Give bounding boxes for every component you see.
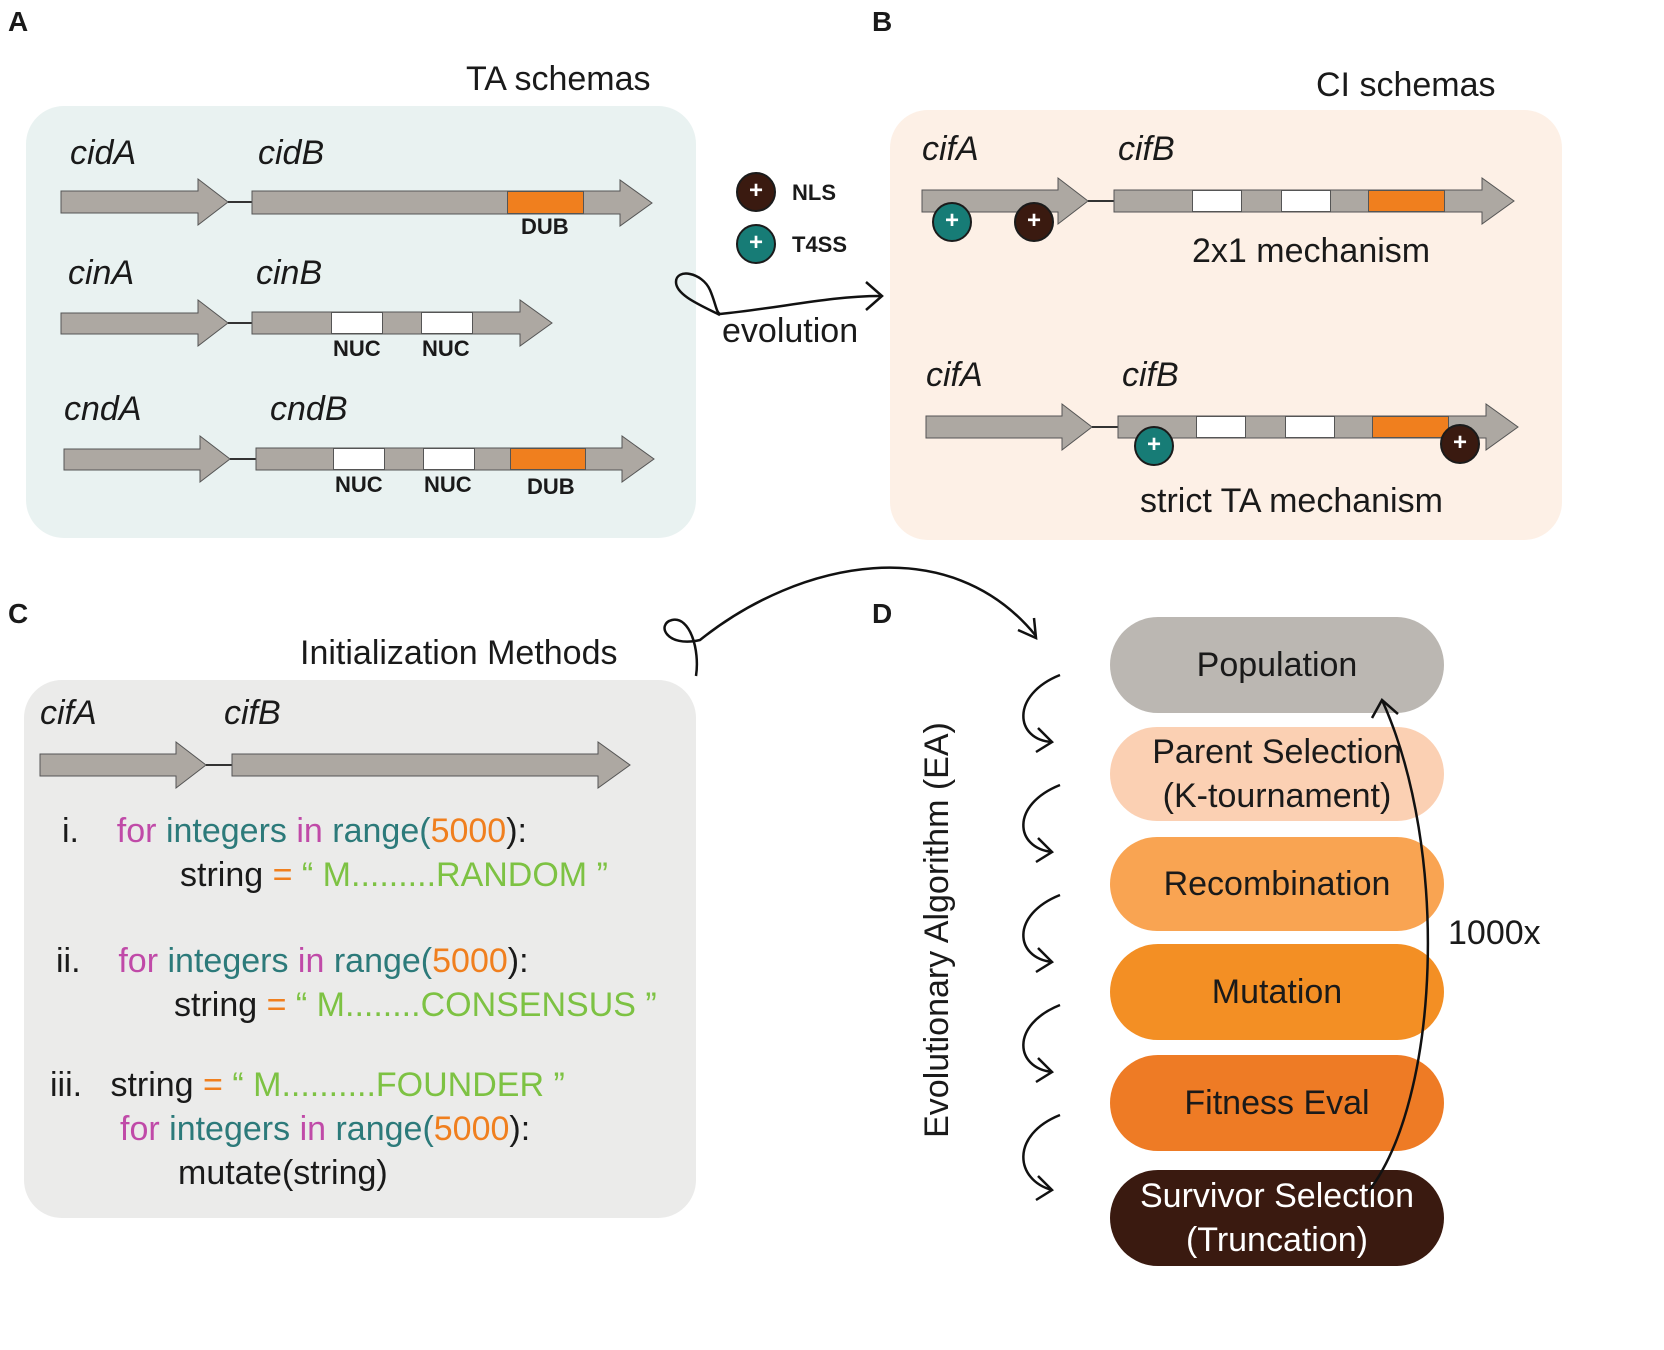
nuc-label-4: NUC (424, 472, 472, 497)
panel-letter-b: B (872, 6, 893, 37)
gene-label-cifb-3: cifB (224, 694, 281, 732)
init-method-ii-line-2: string = “ M........CONSENSUS ” (174, 986, 657, 1024)
nuc-label-1: NUC (333, 336, 381, 361)
cndb-nuc-domain-1 (333, 448, 385, 470)
ci-schemas-title: CI schemas (1316, 66, 1496, 104)
evolution-label: evolution (722, 312, 859, 350)
cndb-nuc-domain-2 (423, 448, 475, 470)
cifb2-nuc-domain-2 (1285, 416, 1335, 438)
cifb1-nuc-domain-2 (1281, 190, 1331, 212)
ea-step-population: Population (1110, 617, 1444, 713)
gene-label-cifa-3: cifA (40, 694, 97, 732)
cifb2-nuc-domain-1 (1196, 416, 1246, 438)
gene-label-cinb: cinB (256, 254, 323, 292)
nls-signal-icon-1: + (1014, 202, 1054, 242)
init-method-i-line-2: string = “ M.........RANDOM ” (180, 856, 608, 894)
cinb-nuc-domain-2 (421, 312, 473, 334)
ea-step-parent-selection: Parent Selection(K-tournament) (1110, 727, 1444, 821)
cndb-dub-domain (510, 448, 586, 470)
ea-step-survivor-selection: Survivor Selection(Truncation) (1110, 1170, 1444, 1266)
ea-step-recombination: Recombination (1110, 837, 1444, 931)
dub-label-2: DUB (527, 474, 575, 499)
gene-label-cina: cinA (68, 254, 135, 292)
gene-label-cida: cidA (70, 134, 137, 172)
cifb1-nuc-domain-1 (1192, 190, 1242, 212)
ea-step-fitness-eval: Fitness Eval (1110, 1055, 1444, 1151)
panel-letter-d: D (872, 598, 893, 629)
gene-label-cifa-1: cifA (922, 130, 979, 168)
init-methods-title: Initialization Methods (300, 634, 618, 672)
gene-label-cifb-2: cifB (1122, 356, 1179, 394)
init-method-iii-line-2: for integers in range(5000): (120, 1110, 531, 1148)
dub-label-1: DUB (521, 214, 569, 239)
gene-label-cifb-1: cifB (1118, 130, 1175, 168)
t4ss-legend-icon: + (736, 224, 776, 264)
nls-signal-icon-2: + (1440, 424, 1480, 464)
t4ss-signal-icon-2: + (1134, 426, 1174, 466)
t4ss-legend-label: T4SS (792, 232, 848, 257)
panel-letter-c: C (8, 598, 29, 629)
gene-label-cifa-2: cifA (926, 356, 983, 394)
gene-label-cidb: cidB (258, 134, 325, 172)
cinb-nuc-domain-1 (331, 312, 383, 334)
mechanism-2x1-label: 2x1 mechanism (1192, 232, 1431, 270)
ta-schemas-title: TA schemas (466, 60, 651, 98)
t4ss-signal-icon-1: + (932, 202, 972, 242)
panel-letter-a: A (8, 6, 29, 37)
gene-label-cnda: cndA (64, 390, 142, 428)
ea-loop-count: 1000x (1448, 914, 1541, 952)
nls-legend-icon: + (736, 172, 776, 212)
nuc-label-2: NUC (422, 336, 470, 361)
mechanism-strict-ta-label: strict TA mechanism (1140, 482, 1443, 520)
init-method-iii-line-3: mutate(string) (178, 1154, 388, 1192)
gene-label-cndb: cndB (270, 390, 348, 428)
init-method-ii-line-1: ii. for integers in range(5000): (56, 942, 529, 980)
init-method-i-line-1: i. for integers in range(5000): (62, 812, 527, 850)
init-method-iii-line-1: iii. string = “ M..........FOUNDER ” (50, 1066, 565, 1104)
cifb1-dub-domain (1368, 190, 1445, 212)
ea-step-mutation: Mutation (1110, 944, 1444, 1040)
cidb-dub-domain (507, 191, 584, 214)
nuc-label-3: NUC (335, 472, 383, 497)
nls-legend-label: NLS (792, 180, 836, 205)
ci-schemas-box (890, 110, 1562, 540)
